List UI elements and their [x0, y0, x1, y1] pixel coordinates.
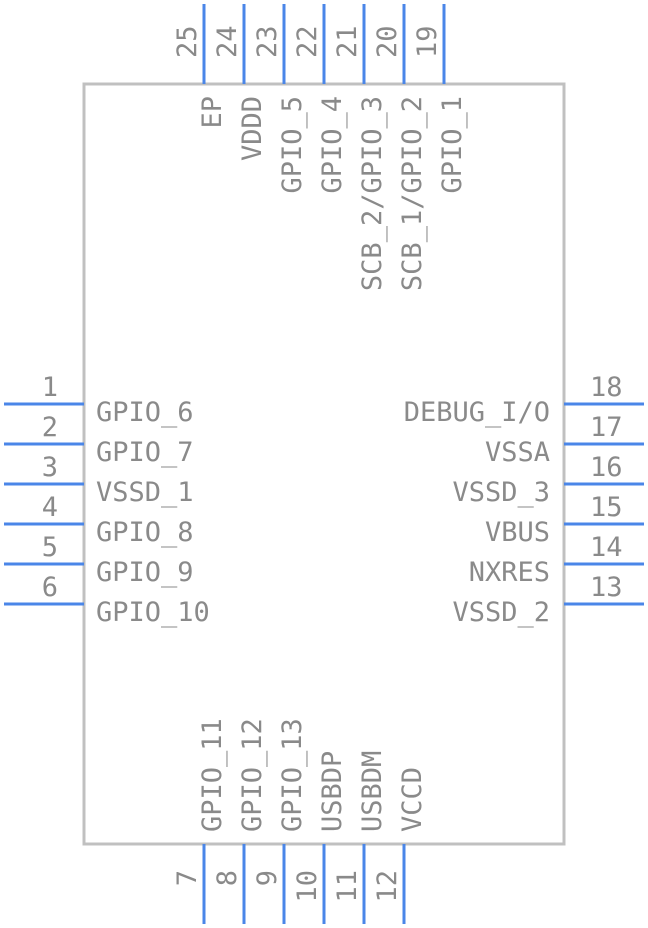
pin-name: GPIO_8	[96, 517, 194, 548]
pin-name: GPIO_6	[96, 397, 194, 428]
pin-number: 8	[212, 870, 243, 886]
pin-number: 20	[372, 25, 403, 58]
pin-name: NXRES	[469, 557, 550, 588]
pin-name: GPIO_12	[237, 718, 268, 832]
pin-number: 23	[252, 25, 283, 58]
pin-number: 10	[292, 870, 323, 903]
pin-name: USBDM	[357, 751, 388, 832]
pin-number: 3	[42, 452, 58, 483]
pin-name: VCCD	[397, 767, 428, 832]
pin-number: 12	[372, 870, 403, 903]
pin-name: VSSD_2	[452, 597, 550, 628]
pin-number: 22	[292, 25, 323, 58]
pin-number: 17	[590, 412, 623, 443]
pin-number: 1	[42, 372, 58, 403]
pin-number: 24	[212, 25, 243, 58]
pin-name: USBDP	[317, 751, 348, 832]
pin-number: 18	[590, 372, 623, 403]
pin-name: GPIO_13	[277, 718, 308, 832]
pin-number: 21	[332, 25, 363, 58]
pin-name: GPIO_10	[96, 597, 210, 628]
pin-number: 16	[590, 452, 623, 483]
pin-name: VSSD_1	[96, 477, 194, 508]
pin-name: VDDD	[237, 96, 268, 161]
pin-number: 7	[172, 870, 203, 886]
pin-number: 2	[42, 412, 58, 443]
pin-name: VSSA	[485, 437, 550, 468]
pin-number: 25	[172, 25, 203, 58]
pin-name: GPIO_9	[96, 557, 194, 588]
pin-number: 4	[42, 492, 58, 523]
pin-name: VSSD_3	[452, 477, 550, 508]
pin-name: GPIO_5	[277, 96, 308, 194]
pin-name: GPIO_7	[96, 437, 194, 468]
ic-body	[82, 82, 566, 846]
pin-number: 11	[332, 870, 363, 903]
pin-number: 9	[252, 870, 283, 886]
pin-name: SCB_1/GPIO_2	[397, 96, 428, 291]
pin-number: 15	[590, 492, 623, 523]
pin-number: 14	[590, 532, 623, 563]
pin-name: GPIO_11	[197, 718, 228, 832]
pin-number: 5	[42, 532, 58, 563]
pin-name: VBUS	[485, 517, 550, 548]
pin-name: SCB_2/GPIO_3	[357, 96, 388, 291]
pins-layer: 1GPIO_62GPIO_73VSSD_14GPIO_85GPIO_96GPIO…	[4, 4, 644, 924]
pin-number: 13	[590, 572, 623, 603]
pin-name: EP	[197, 96, 228, 129]
pin-name: DEBUG_I/O	[404, 397, 550, 428]
pin-number: 6	[42, 572, 58, 603]
pin-name: GPIO_4	[317, 96, 348, 194]
pin-number: 19	[412, 25, 443, 58]
pin-name: GPIO_1	[437, 96, 468, 194]
